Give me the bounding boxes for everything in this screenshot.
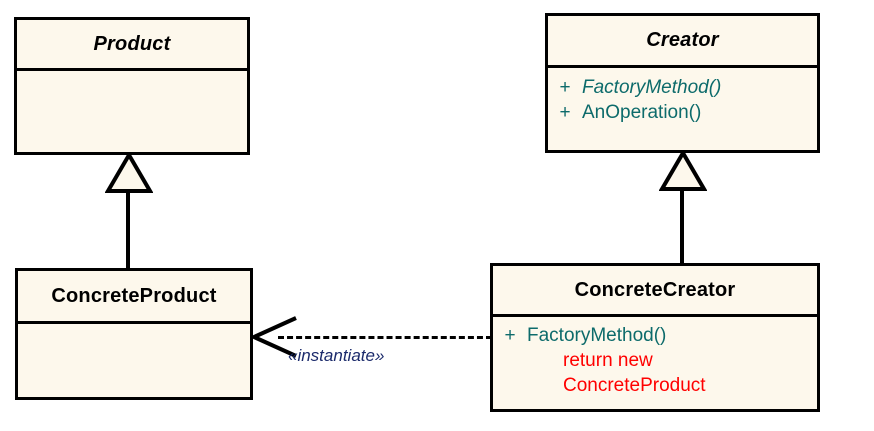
- member-row: + FactoryMethod(): [548, 75, 817, 100]
- generalization-line-creator: [680, 187, 684, 265]
- dependency-stereotype-label: «instantiate»: [288, 346, 385, 365]
- class-box-concrete-product[interactable]: ConcreteProduct: [15, 268, 253, 400]
- member-visibility: +: [504, 325, 516, 346]
- member-row: + AnOperation(): [548, 100, 817, 125]
- class-members-concrete-creator: + FactoryMethod() return new ConcretePro…: [493, 317, 817, 409]
- implementation-note-line: ConcreteProduct: [563, 375, 706, 396]
- class-title-concrete-creator: ConcreteCreator: [574, 278, 736, 301]
- implementation-note-line: return new: [563, 350, 653, 371]
- member-visibility: +: [559, 102, 571, 123]
- class-title-product: Product: [93, 32, 171, 55]
- class-box-concrete-creator[interactable]: ConcreteCreator + FactoryMethod() return…: [490, 263, 820, 412]
- class-box-product[interactable]: Product: [14, 17, 250, 155]
- member-visibility: +: [559, 77, 571, 98]
- generalization-line-product: [126, 189, 130, 269]
- class-divider-creator: [548, 65, 817, 68]
- class-box-creator[interactable]: Creator + FactoryMethod() + AnOperation(…: [545, 13, 820, 153]
- dependency-arrowhead-instantiate: [250, 316, 297, 358]
- member-row: + FactoryMethod(): [493, 323, 817, 348]
- class-title-creator: Creator: [646, 29, 719, 51]
- class-members-creator: + FactoryMethod() + AnOperation(): [548, 68, 817, 150]
- class-divider-product: [17, 68, 247, 71]
- generalization-arrow-product: [105, 152, 153, 193]
- generalization-arrow-creator: [659, 150, 707, 191]
- class-members-product: [17, 71, 247, 152]
- class-divider-concrete-product: [18, 321, 250, 324]
- member-signature: FactoryMethod(): [527, 325, 667, 346]
- member-signature: FactoryMethod(): [582, 77, 722, 98]
- member-signature: AnOperation(): [582, 102, 702, 123]
- dependency-line-instantiate: [278, 336, 492, 339]
- class-divider-concrete-creator: [493, 314, 817, 317]
- class-title-concrete-product: ConcreteProduct: [51, 284, 217, 307]
- class-members-concrete-product: [18, 324, 250, 397]
